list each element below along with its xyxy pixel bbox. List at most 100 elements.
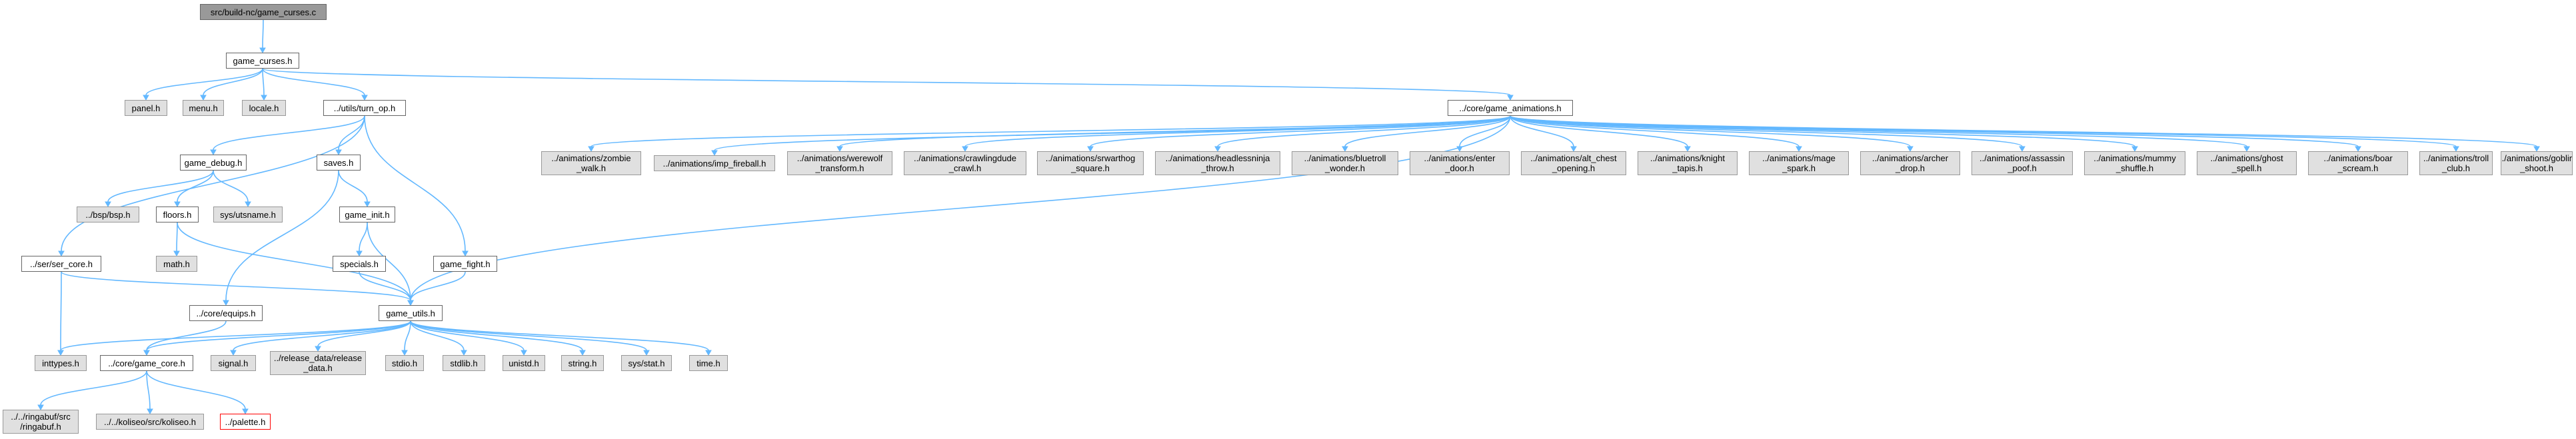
edge-game-animations-h-to-anim-headlessninja: [1217, 115, 1511, 147]
edge-floors-h-to-game-utils-h: [177, 222, 411, 301]
node-anim-srwarthog[interactable]: ../animations/srwarthog _square.h: [1037, 151, 1144, 175]
arrowhead-icon: [1342, 146, 1348, 153]
edge-game-animations-h-to-anim-enter-door: [1459, 115, 1511, 147]
arrowhead-icon: [259, 47, 266, 54]
edge-game-animations-h-to-anim-bluetroll: [1344, 115, 1511, 147]
arrowhead-icon: [315, 346, 321, 352]
node-anim-goblin[interactable]: ../animations/goblin _shoot.h: [2501, 151, 2573, 175]
arrowhead-icon: [1214, 146, 1221, 153]
arrowhead-icon: [407, 300, 414, 306]
node-stdio-h[interactable]: stdio.h: [385, 355, 424, 371]
arrowhead-icon: [37, 404, 44, 411]
edge-game-animations-h-to-anim-assassin: [1510, 115, 2023, 147]
node-game-utils-h[interactable]: game_utils.h: [379, 305, 443, 321]
arrowhead-icon: [57, 350, 64, 356]
node-anim-boar[interactable]: ../animations/boar _scream.h: [2308, 151, 2408, 175]
arrowhead-icon: [1570, 146, 1577, 153]
node-game-debug-h[interactable]: game_debug.h: [180, 155, 247, 171]
node-koliseo-h[interactable]: ../../koliseo/src/koliseo.h: [96, 414, 204, 430]
arrowhead-icon: [836, 146, 843, 153]
node-game-fight-h[interactable]: game_fight.h: [433, 256, 497, 272]
node-anim-mage[interactable]: ../animations/mage _spark.h: [1749, 151, 1849, 175]
edge-game-animations-h-to-anim-alt-chest: [1510, 115, 1574, 147]
node-anim-zombie[interactable]: ../animations/zombie _walk.h: [541, 151, 641, 175]
edge-game-animations-h-to-game-utils-h: [410, 115, 1511, 301]
node-release-data-h[interactable]: ../release_data/release _data.h: [270, 351, 366, 375]
edge-specials-h-to-game-utils-h: [359, 271, 411, 301]
arrowhead-icon: [223, 300, 229, 306]
node-time-h[interactable]: time.h: [689, 355, 728, 371]
node-anim-troll[interactable]: ../animations/troll _club.h: [2419, 151, 2493, 175]
edge-turn-op-h-to-game-debug-h: [213, 115, 365, 151]
edge-game-debug-h-to-bsp-h: [107, 170, 214, 203]
node-equips-h[interactable]: ../core/equips.h: [189, 305, 263, 321]
arrowhead-icon: [401, 350, 408, 356]
edge-turn-op-h-to-ser-core-h: [61, 115, 365, 252]
node-ser-core-h[interactable]: ../ser/ser_core.h: [21, 256, 101, 272]
edge-game-utils-h-to-sys-stat-h: [410, 320, 647, 351]
arrowhead-icon: [2355, 146, 2361, 153]
edge-game-utils-h-to-time-h: [410, 320, 709, 351]
edge-game-utils-h-to-stdlib-h: [410, 320, 465, 351]
edge-game-animations-h-to-anim-goblin: [1510, 115, 2537, 147]
node-anim-headlessninja[interactable]: ../animations/headlessninja _throw.h: [1155, 151, 1280, 175]
edge-game-init-h-to-specials-h: [359, 222, 368, 252]
node-signal-h[interactable]: signal.h: [211, 355, 256, 371]
arrowhead-icon: [1507, 95, 1514, 101]
node-ringabuf-h[interactable]: ../../ringabuf/src /ringabuf.h: [3, 410, 79, 434]
node-anim-archer[interactable]: ../animations/archer _drop.h: [1860, 151, 1960, 175]
arrowhead-icon: [335, 149, 342, 156]
node-palette-h[interactable]: ../palette.h: [220, 414, 271, 430]
node-anim-assassin[interactable]: ../animations/assassin _poof.h: [1971, 151, 2073, 175]
node-anim-bluetroll[interactable]: ../animations/bluetroll _wonder.h: [1292, 151, 1398, 175]
node-utsname-h[interactable]: sys/utsname.h: [213, 207, 283, 222]
node-stdlib-h[interactable]: stdlib.h: [443, 355, 485, 371]
node-inttypes-h[interactable]: inttypes.h: [35, 355, 87, 371]
edge-game-animations-h-to-anim-ghost: [1510, 115, 2247, 147]
node-game-curses-h[interactable]: game_curses.h: [226, 53, 299, 69]
node-anim-mummy[interactable]: ../animations/mummy _shuffle.h: [2084, 151, 2185, 175]
edge-saves-h-to-game-init-h: [338, 170, 368, 203]
node-anim-imp[interactable]: ../animations/imp_fireball.h: [654, 155, 775, 171]
node-anim-knight[interactable]: ../animations/knight _tapis.h: [1638, 151, 1738, 175]
node-anim-ghost[interactable]: ../animations/ghost _spell.h: [2197, 151, 2297, 175]
node-specials-h[interactable]: specials.h: [333, 256, 386, 272]
node-panel-h[interactable]: panel.h: [125, 100, 167, 116]
edge-game-animations-h-to-anim-mage: [1510, 115, 1800, 147]
node-unistd-h[interactable]: unistd.h: [503, 355, 545, 371]
arrowhead-icon: [105, 201, 111, 208]
arrowhead-icon: [143, 95, 149, 101]
node-sys-stat-h[interactable]: sys/stat.h: [621, 355, 672, 371]
edge-game-utils-h-to-release-data-h: [317, 320, 411, 347]
arrowhead-icon: [242, 408, 249, 415]
arrowhead-icon: [2131, 146, 2138, 153]
arrowhead-icon: [245, 201, 251, 208]
node-locale-h[interactable]: locale.h: [242, 100, 286, 116]
node-game-animations-h[interactable]: ../core/game_animations.h: [1448, 100, 1573, 116]
node-bsp-h[interactable]: ../bsp/bsp.h: [77, 207, 139, 222]
node-anim-crawlingdude[interactable]: ../animations/crawlingdude _crawl.h: [904, 151, 1026, 175]
node-menu-h[interactable]: menu.h: [183, 100, 224, 116]
arrowhead-icon: [705, 350, 712, 356]
node-string-h[interactable]: string.h: [561, 355, 604, 371]
arrowhead-icon: [711, 150, 718, 157]
edge-game-curses-h-to-turn-op-h: [262, 68, 365, 96]
edge-game-debug-h-to-floors-h: [177, 170, 214, 203]
node-floors-h[interactable]: floors.h: [156, 207, 199, 222]
edge-game-curses-h-to-panel-h: [145, 68, 263, 96]
arrowhead-icon: [462, 250, 469, 257]
edge-game-debug-h-to-utsname-h: [213, 170, 249, 203]
node-game-core-h[interactable]: ../core/game_core.h: [100, 355, 193, 371]
edge-game-utils-h-to-game-core-h: [146, 320, 411, 351]
node-saves-h[interactable]: saves.h: [317, 155, 361, 171]
node-root[interactable]: src/build-nc/game_curses.c: [200, 4, 327, 20]
edge-game-utils-h-to-string-h: [410, 320, 583, 351]
node-game-init-h[interactable]: game_init.h: [339, 207, 395, 222]
node-anim-alt-chest[interactable]: ../animations/alt_chest _opening.h: [1521, 151, 1626, 175]
node-anim-werewolf[interactable]: ../animations/werewolf _transform.h: [787, 151, 892, 175]
node-anim-enter-door[interactable]: ../animations/enter _door.h: [1410, 151, 1510, 175]
node-math-h[interactable]: math.h: [156, 256, 197, 272]
edge-game-utils-h-to-unistd-h: [410, 320, 525, 351]
node-turn-op-h[interactable]: ../utils/turn_op.h: [323, 100, 406, 116]
